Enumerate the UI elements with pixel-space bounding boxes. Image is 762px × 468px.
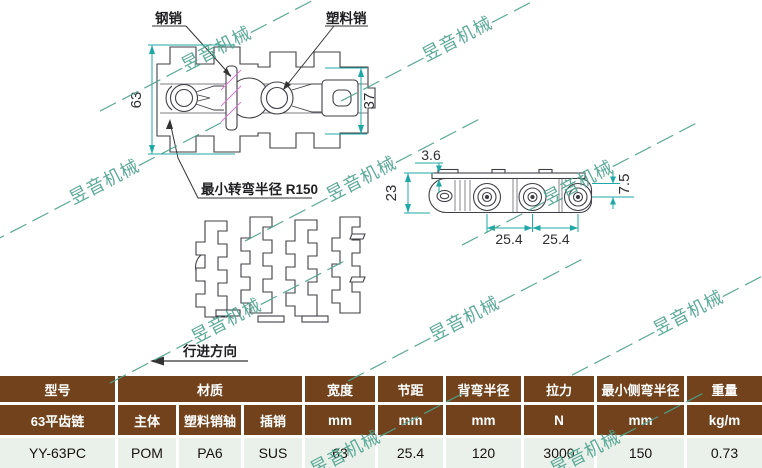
iso-base-tab bbox=[257, 315, 285, 323]
dim254-arrow-c bbox=[532, 225, 541, 231]
th-material-plug-pin: 插销 bbox=[244, 405, 302, 435]
td-model: YY-63PC bbox=[0, 438, 115, 468]
dim-pin-drop-75: 7.5 bbox=[616, 174, 633, 195]
iso-tooth-col-2 bbox=[240, 216, 273, 314]
plastic-pin-label: 塑料销 bbox=[326, 10, 367, 26]
dim37-arrow-top bbox=[358, 68, 364, 77]
side-body bbox=[428, 177, 593, 214]
th-pitch-unit: mm bbox=[378, 405, 443, 435]
dim63-arrow-top bbox=[149, 45, 155, 54]
dim63-ext bbox=[148, 44, 235, 155]
dim23-arrow-top bbox=[405, 173, 411, 182]
plastic-pin-arrow bbox=[283, 81, 291, 90]
left-eye-inner bbox=[174, 88, 194, 108]
min-turn-radius-label: 最小转弯半径 R150 bbox=[201, 181, 318, 197]
travel-direction bbox=[150, 356, 248, 366]
th-width: 宽度 bbox=[305, 376, 375, 402]
dim36-arrow-up bbox=[436, 179, 442, 187]
top-plate bbox=[431, 172, 586, 180]
dim75-arrow-down bbox=[610, 176, 616, 184]
roller-3 bbox=[563, 182, 593, 212]
roller-2 bbox=[518, 182, 547, 212]
th-sidebend-unit: mm bbox=[597, 405, 684, 435]
top-view-dims bbox=[148, 44, 367, 155]
td-backbend-radius: 120 bbox=[446, 438, 521, 468]
th-min-sidebend-radius: 最小侧弯半径 bbox=[597, 376, 684, 402]
left-cap-arc bbox=[165, 85, 173, 111]
th-material-body: 主体 bbox=[118, 405, 176, 435]
plate-joints bbox=[454, 179, 563, 212]
dim-pitch-right-254: 25.4 bbox=[542, 231, 569, 247]
dim-overall-width-63: 63 bbox=[128, 92, 145, 109]
dim254-lines bbox=[486, 214, 579, 232]
dim254-arrow-a bbox=[487, 225, 495, 231]
th-material-pin-shaft: 塑料销轴 bbox=[179, 405, 241, 435]
spec-table: 型号 材质 宽度 节距 背弯半径 拉力 最小侧弯半径 重量 63平齿链 主体 塑… bbox=[0, 376, 762, 468]
dim-plate-thickness-36: 3.6 bbox=[421, 147, 441, 163]
td-width: 63 bbox=[305, 438, 375, 468]
direction-arrowhead bbox=[150, 356, 164, 366]
dim37-ext bbox=[325, 67, 367, 135]
th-weight-unit: kg/m bbox=[687, 405, 762, 435]
radius-leader bbox=[169, 121, 312, 199]
dim75-arrow-up bbox=[610, 197, 616, 205]
dim254-arrow-b bbox=[524, 225, 533, 231]
iso-base-tab bbox=[301, 315, 329, 323]
dim23-arrow-bot bbox=[405, 204, 411, 213]
td-plug-pin-material: SUS bbox=[244, 438, 302, 468]
steel-pin-arrow bbox=[223, 68, 231, 77]
technical-drawing: 钢销 塑料销 最小转弯半径 R150 行进方向 63 37 3.6 23 7.5… bbox=[128, 10, 634, 366]
td-tension: 3000 bbox=[524, 438, 594, 468]
iso-side-tabs bbox=[349, 233, 366, 283]
dim63-arrow-bot bbox=[149, 145, 155, 154]
dim-height-23: 23 bbox=[383, 185, 400, 202]
side-view-dims bbox=[404, 162, 634, 232]
steel-pin-leader bbox=[152, 25, 232, 77]
dim75-lines bbox=[592, 171, 634, 209]
th-model: 型号 bbox=[0, 376, 115, 402]
iso-tooth-col-1 bbox=[195, 220, 228, 318]
dim254-arrow-d bbox=[570, 225, 578, 231]
th-material: 材质 bbox=[118, 376, 302, 402]
top-view bbox=[156, 46, 376, 153]
plastic-pin-inner bbox=[265, 86, 289, 110]
dim37-arrow-bot bbox=[358, 125, 364, 134]
th-tension-unit: N bbox=[524, 405, 594, 435]
side-view bbox=[428, 168, 593, 214]
th-weight: 重量 bbox=[687, 376, 762, 402]
th-width-unit: mm bbox=[305, 405, 375, 435]
travel-direction-label: 行进方向 bbox=[182, 343, 237, 359]
steel-pin-label: 钢销 bbox=[155, 10, 182, 26]
dim-pitch-left-254: 25.4 bbox=[495, 231, 522, 247]
steel-pin-hatch bbox=[220, 69, 242, 123]
dim-inner-width-37: 37 bbox=[361, 93, 378, 110]
th-tension: 拉力 bbox=[524, 376, 594, 402]
th-series-name: 63平齿链 bbox=[0, 405, 115, 435]
iso-tooth-col-3 bbox=[285, 219, 318, 317]
iso-tooth-col-4 bbox=[331, 216, 361, 314]
td-min-sidebend-radius: 150 bbox=[597, 438, 684, 468]
th-backbend-radius: 背弯半径 bbox=[446, 376, 521, 402]
clevis-slot bbox=[332, 89, 352, 107]
dim36-arrow-down bbox=[436, 165, 442, 173]
leaders bbox=[152, 25, 368, 199]
td-body-material: POM bbox=[118, 438, 176, 468]
td-weight: 0.73 bbox=[687, 438, 762, 468]
radius-arrow bbox=[166, 119, 173, 129]
th-pitch: 节距 bbox=[378, 376, 443, 402]
plastic-pin-leader bbox=[282, 25, 368, 91]
right-yoke bbox=[291, 83, 322, 113]
end-slot-inner bbox=[439, 192, 450, 200]
td-pin-shaft-material: PA6 bbox=[179, 438, 241, 468]
th-backbend-unit: mm bbox=[446, 405, 521, 435]
left-yoke bbox=[195, 85, 224, 111]
roller-1 bbox=[472, 182, 502, 212]
iso-view bbox=[195, 216, 366, 323]
td-pitch: 25.4 bbox=[378, 438, 443, 468]
iso-base-tab bbox=[215, 309, 241, 317]
